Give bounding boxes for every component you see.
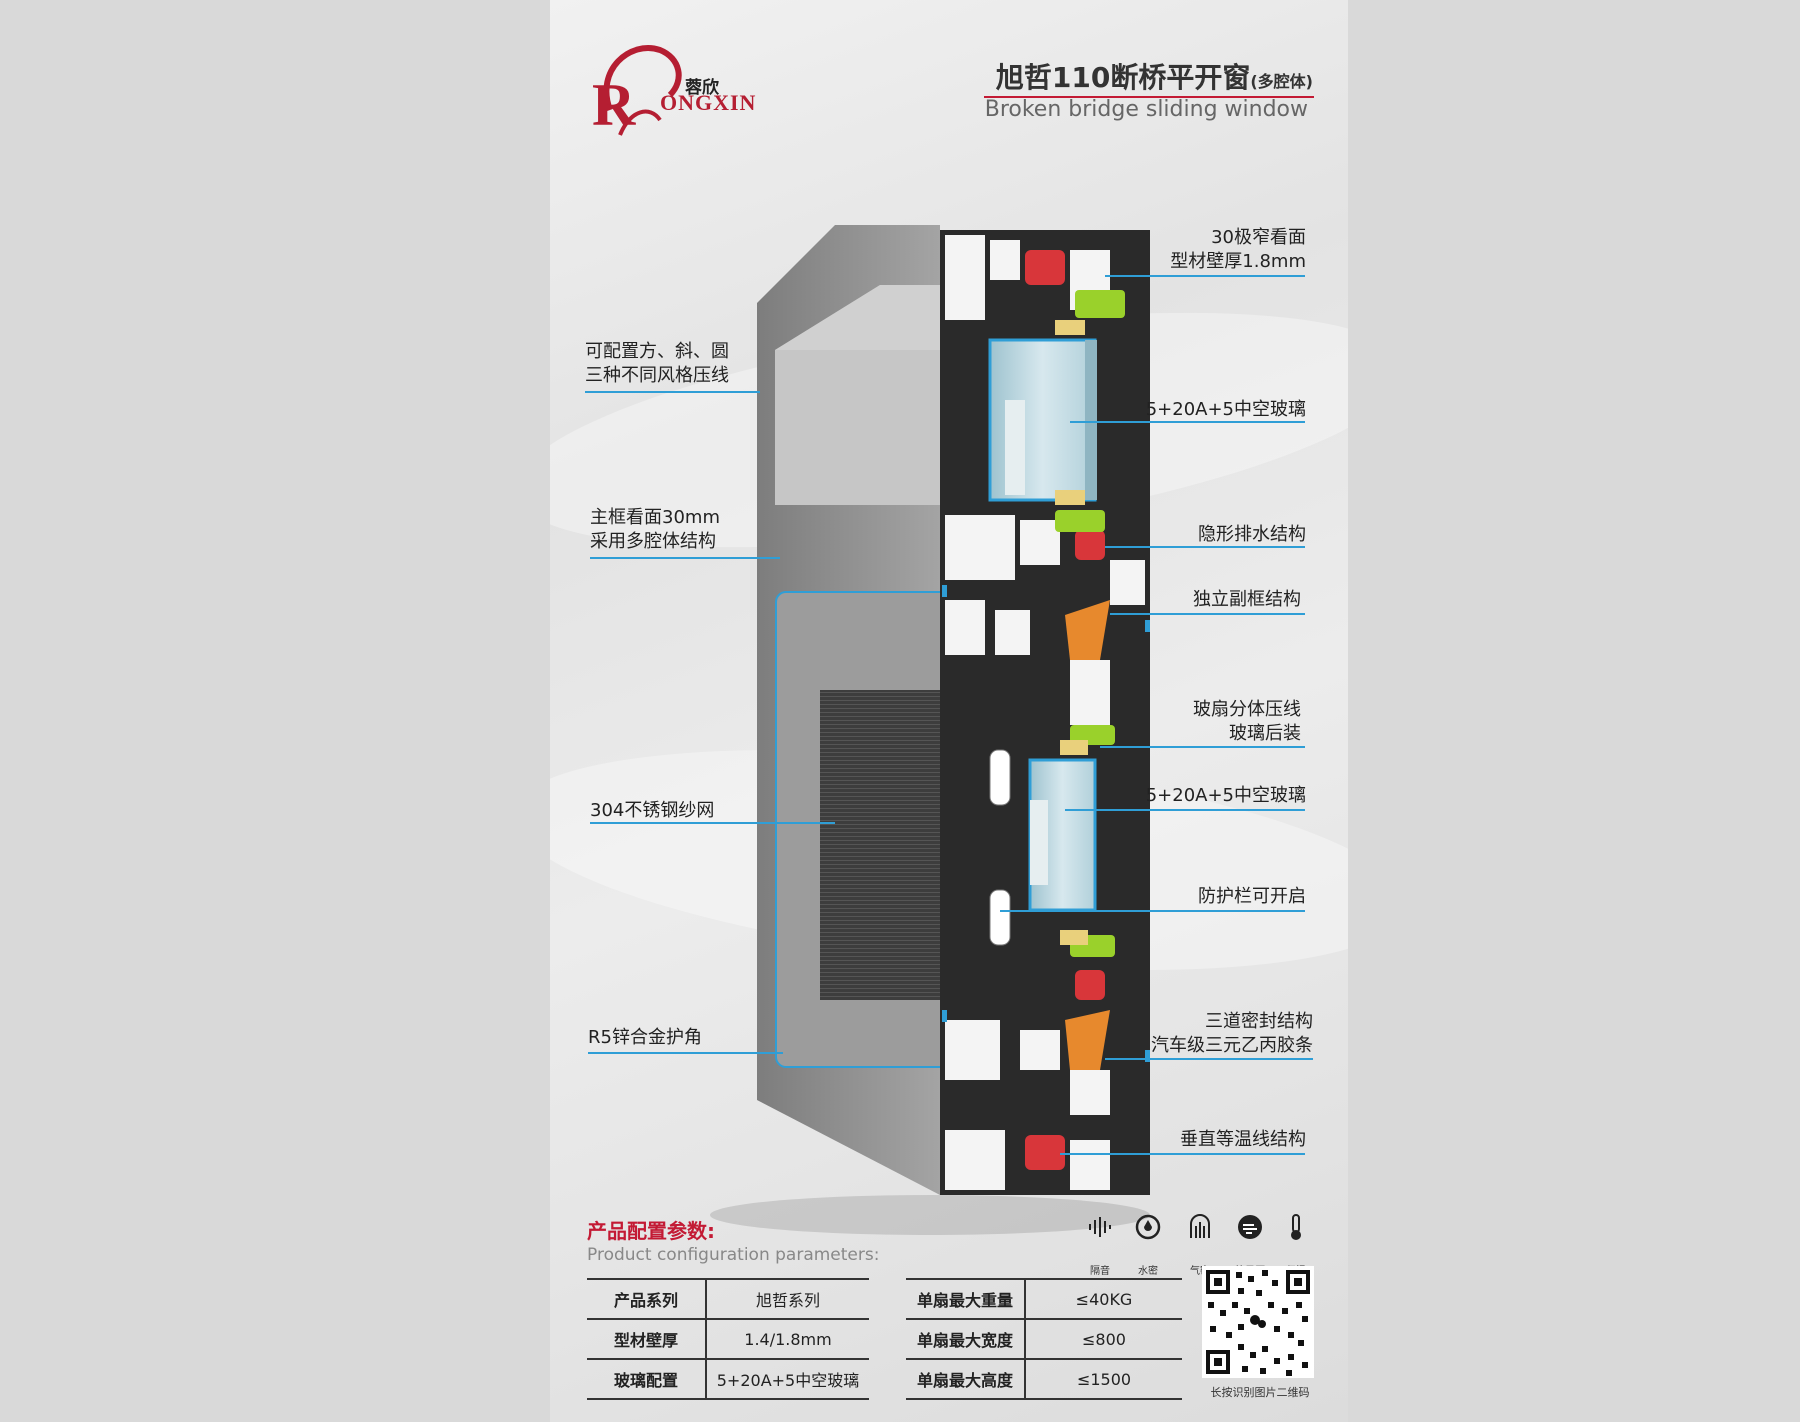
callout-line: 独立副框结构 — [1193, 589, 1301, 610]
product-poster: R 蓉欣 ONGXIN 旭哲110断桥平开窗(多腔体) Broken bridg… — [550, 0, 1348, 1422]
params-table-right: 单扇最大重量≤40KG 单扇最大宽度≤800 单扇最大高度≤1500 — [906, 1278, 1182, 1400]
param-key: 单扇最大重量 — [906, 1278, 1026, 1320]
logo-letter: R — [592, 72, 636, 138]
param-value: ≤800 — [1025, 1319, 1182, 1360]
feature-label: 水密 — [1138, 1266, 1158, 1277]
callout-isotherm: 垂直等温线结构 — [1180, 1128, 1306, 1152]
callout-mesh: 304不锈钢纱网 — [590, 799, 714, 823]
callout-leader — [590, 557, 780, 559]
callout-line: 30极窄看面 — [1211, 227, 1306, 248]
brand-name-en: ONGXIN — [660, 90, 757, 115]
callout-leader — [1110, 613, 1305, 615]
callout-leader — [1065, 809, 1305, 811]
callout-line: 防护栏可开启 — [1198, 886, 1306, 907]
qr-code[interactable] — [1202, 1266, 1314, 1378]
callout-corner-guard: R5锌合金护角 — [588, 1026, 702, 1050]
feature-air: 气密 — [1180, 1212, 1220, 1277]
params-subtitle: Product configuration parameters: — [587, 1245, 880, 1265]
callout-line: 玻璃后装 — [1229, 723, 1301, 744]
callout-leader — [1060, 1153, 1305, 1155]
table-row: 单扇最大宽度≤800 — [906, 1319, 1182, 1360]
table-row: 单扇最大重量≤40KG — [906, 1278, 1182, 1320]
callout-line: 垂直等温线结构 — [1180, 1129, 1306, 1150]
callout-leader — [585, 391, 760, 393]
callout-line: 隐形排水结构 — [1198, 524, 1306, 545]
callout-leader — [1000, 910, 1305, 912]
callout-narrow-face: 30极窄看面 型材壁厚1.8mm — [1170, 226, 1306, 274]
callout-line: 5+20A+5中空玻璃 — [1145, 785, 1306, 806]
callout-line: 三种不同风格压线 — [585, 365, 729, 386]
param-value: 5+20A+5中空玻璃 — [706, 1359, 869, 1400]
window-section-illustration — [710, 225, 1150, 1235]
callout-bead-styles: 可配置方、斜、圆 三种不同风格压线 — [585, 340, 729, 388]
param-key: 单扇最大宽度 — [906, 1319, 1026, 1360]
title-cn: 旭哲110断桥平开窗 — [995, 61, 1251, 94]
callout-sub-frame: 独立副框结构 — [1193, 588, 1301, 612]
callout-leader — [1105, 546, 1305, 548]
page-title: 旭哲110断桥平开窗(多腔体) — [996, 56, 1313, 96]
feature-sound: 隔音 — [1080, 1212, 1120, 1277]
callout-leader — [1100, 746, 1305, 748]
thermal-insulation-icon — [1276, 1212, 1316, 1242]
qr-caption: 长按识别图片二维码 — [1210, 1386, 1310, 1399]
callout-glass-bead: 玻扇分体压线 玻璃后装 — [1193, 698, 1301, 746]
param-key: 玻璃配置 — [587, 1359, 707, 1400]
page-subtitle: Broken bridge sliding window — [984, 97, 1308, 122]
callout-leader — [1070, 421, 1305, 423]
param-value: 1.4/1.8mm — [706, 1319, 869, 1360]
callout-line: 可配置方、斜、圆 — [585, 341, 729, 362]
callout-leader — [588, 1052, 783, 1054]
params-title: 产品配置参数: — [587, 1219, 715, 1243]
callout-seals: 三道密封结构 汽车级三元乙丙胶条 — [1151, 1010, 1313, 1058]
callout-line: 汽车级三元乙丙胶条 — [1151, 1035, 1313, 1056]
callout-main-frame: 主框看面30mm 采用多腔体结构 — [590, 506, 720, 554]
callout-lower-glass: 5+20A+5中空玻璃 — [1146, 784, 1306, 808]
callout-line: R5锌合金护角 — [588, 1027, 702, 1048]
callout-leader — [1105, 275, 1305, 277]
callout-line: 304不锈钢纱网 — [590, 800, 715, 821]
table-row: 产品系列旭哲系列 — [587, 1278, 869, 1320]
callout-line: 三道密封结构 — [1205, 1011, 1313, 1032]
param-key: 型材壁厚 — [587, 1319, 707, 1360]
table-row: 单扇最大高度≤1500 — [906, 1359, 1182, 1400]
callout-line: 玻扇分体压线 — [1193, 699, 1301, 720]
callout-line: 采用多腔体结构 — [590, 531, 716, 552]
callout-leader — [590, 822, 835, 824]
sound-insulation-icon — [1080, 1212, 1120, 1242]
title-underline — [984, 96, 1314, 98]
callout-line: 主框看面30mm — [590, 507, 720, 528]
param-value: ≤40KG — [1025, 1278, 1182, 1320]
callout-line: 5+20A+5中空玻璃 — [1145, 399, 1306, 420]
water-tight-icon — [1128, 1212, 1168, 1242]
param-key: 产品系列 — [587, 1278, 707, 1320]
title-suffix: (多腔体) — [1250, 72, 1313, 91]
brand-name-cn: 蓉欣 — [685, 78, 719, 98]
param-value: 旭哲系列 — [706, 1278, 869, 1320]
feature-label: 隔音 — [1090, 1266, 1110, 1277]
callout-upper-glass: 5+20A+5中空玻璃 — [1146, 398, 1306, 422]
param-value: ≤1500 — [1025, 1359, 1182, 1400]
wind-pressure-icon — [1230, 1212, 1270, 1242]
callout-drainage: 隐形排水结构 — [1198, 523, 1306, 547]
rongxin-logo: R — [592, 45, 682, 138]
param-key: 单扇最大高度 — [906, 1359, 1026, 1400]
callout-leader — [1105, 1058, 1313, 1060]
feature-water: 水密 — [1128, 1212, 1168, 1277]
callout-line: 型材壁厚1.8mm — [1170, 251, 1306, 272]
feature-label: 气密 — [1190, 1266, 1210, 1277]
callout-guardrail: 防护栏可开启 — [1198, 885, 1306, 909]
air-tight-icon — [1180, 1212, 1220, 1242]
